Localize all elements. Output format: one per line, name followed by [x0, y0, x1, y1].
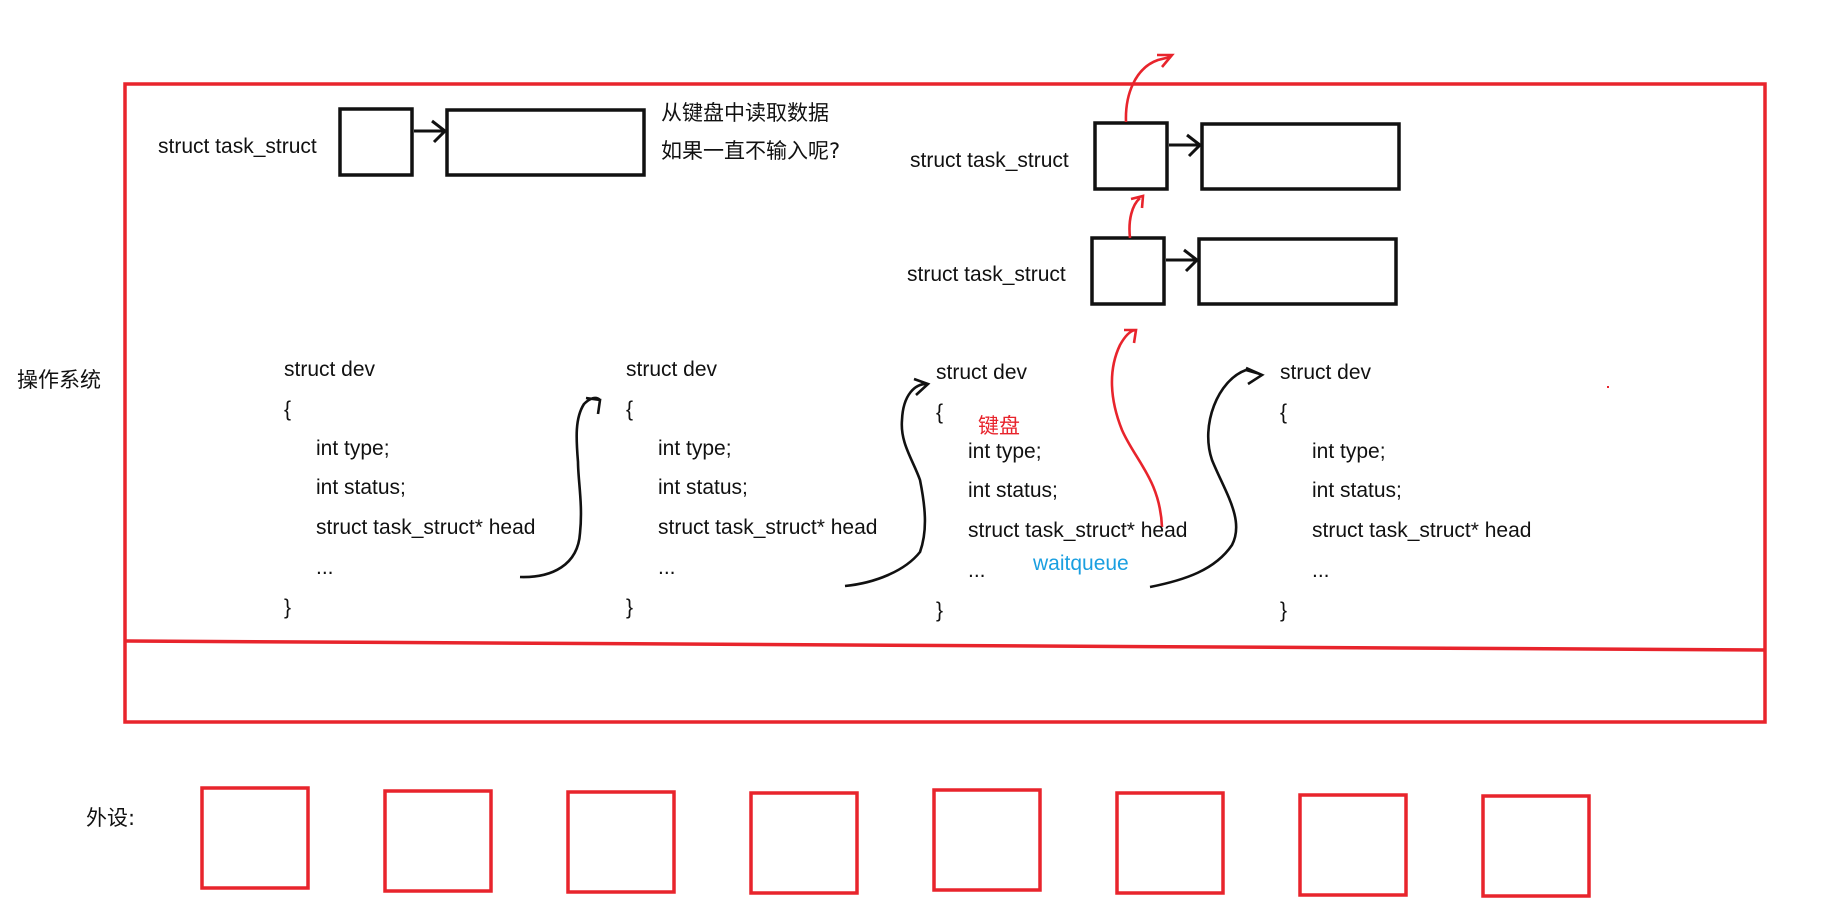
dev1-ellipsis: ...: [316, 556, 334, 579]
peripheral-device-box: [200, 786, 310, 890]
os-frame: [123, 82, 1767, 724]
dev2-rbrace: }: [626, 596, 634, 619]
wakeup-arrow-2: [1128, 194, 1145, 239]
dev3-rbrace: }: [936, 599, 944, 622]
task-label-3: struct task_struct: [907, 263, 1066, 286]
dev2-lbrace: {: [626, 398, 634, 421]
dev2-field-type: int type;: [658, 437, 732, 460]
os-divider-line: [124, 639, 1766, 652]
keyboard-label: 键盘: [978, 414, 1020, 438]
dev1-lbrace: {: [284, 398, 292, 421]
task-node-1: [338, 107, 414, 177]
os-label: 操作系统: [17, 368, 101, 392]
dev-link-arrow-2: [844, 377, 931, 588]
dev1-open: struct dev: [284, 358, 376, 381]
peripheral-device-box: [383, 789, 493, 893]
task-node-3: [1090, 236, 1166, 306]
dev1-rbrace: }: [284, 596, 292, 619]
dev1-field-head: struct task_struct* head: [316, 516, 536, 539]
dev3-ellipsis: ...: [968, 559, 986, 582]
task-label-2: struct task_struct: [910, 149, 1069, 172]
dev4-field-head: struct task_struct* head: [1312, 519, 1532, 542]
dev3-field-status: int status;: [968, 479, 1058, 502]
dev2-field-head: struct task_struct* head: [658, 516, 878, 539]
dev3-field-type: int type;: [968, 440, 1042, 463]
dev4-lbrace: {: [1280, 401, 1288, 424]
dev4-field-status: int status;: [1312, 479, 1402, 502]
dev-link-arrow-1: [519, 396, 602, 579]
peripheral-device-box: [1298, 793, 1408, 897]
task-arrow-1: [414, 119, 448, 144]
dev3-field-head: struct task_struct* head: [968, 519, 1188, 542]
task-data-1: [445, 108, 646, 177]
waitqueue-label: waitqueue: [1033, 552, 1129, 575]
dev1-field-type: int type;: [316, 437, 390, 460]
peripheral-device-box: [749, 791, 859, 895]
dev4-field-type: int type;: [1312, 440, 1386, 463]
dev2-field-status: int status;: [658, 476, 748, 499]
wakeup-arrow-1: [1110, 328, 1164, 528]
dev-link-arrow-3: [1149, 366, 1265, 589]
dev4-ellipsis: ...: [1312, 559, 1330, 582]
stray-dot: [1607, 386, 1609, 388]
peripheral-devices: [200, 786, 1591, 898]
task-arrow-3: [1166, 248, 1200, 273]
peripheral-device-box: [1115, 791, 1225, 895]
peripheral-device-box: [932, 788, 1042, 892]
dev3-open: struct dev: [936, 361, 1028, 384]
dev4-rbrace: }: [1280, 599, 1288, 622]
read-note-line-1: 从键盘中读取数据: [661, 101, 829, 125]
dev2-ellipsis: ...: [658, 556, 676, 579]
task-label-1: struct task_struct: [158, 135, 317, 158]
dev3-lbrace: {: [936, 401, 944, 424]
task-data-2: [1200, 122, 1401, 191]
peripheral-device-box: [1481, 794, 1591, 898]
dev4-open: struct dev: [1280, 361, 1372, 384]
dev2-open: struct dev: [626, 358, 718, 381]
wakeup-arrow-3: [1124, 53, 1175, 123]
task-node-2: [1093, 121, 1169, 191]
read-note-line-2: 如果一直不输入呢?: [661, 139, 841, 163]
peripheral-device-box: [566, 790, 676, 894]
task-data-3: [1197, 237, 1398, 306]
peripherals-label: 外设:: [86, 806, 136, 830]
task-arrow-2: [1169, 133, 1203, 158]
dev1-field-status: int status;: [316, 476, 406, 499]
